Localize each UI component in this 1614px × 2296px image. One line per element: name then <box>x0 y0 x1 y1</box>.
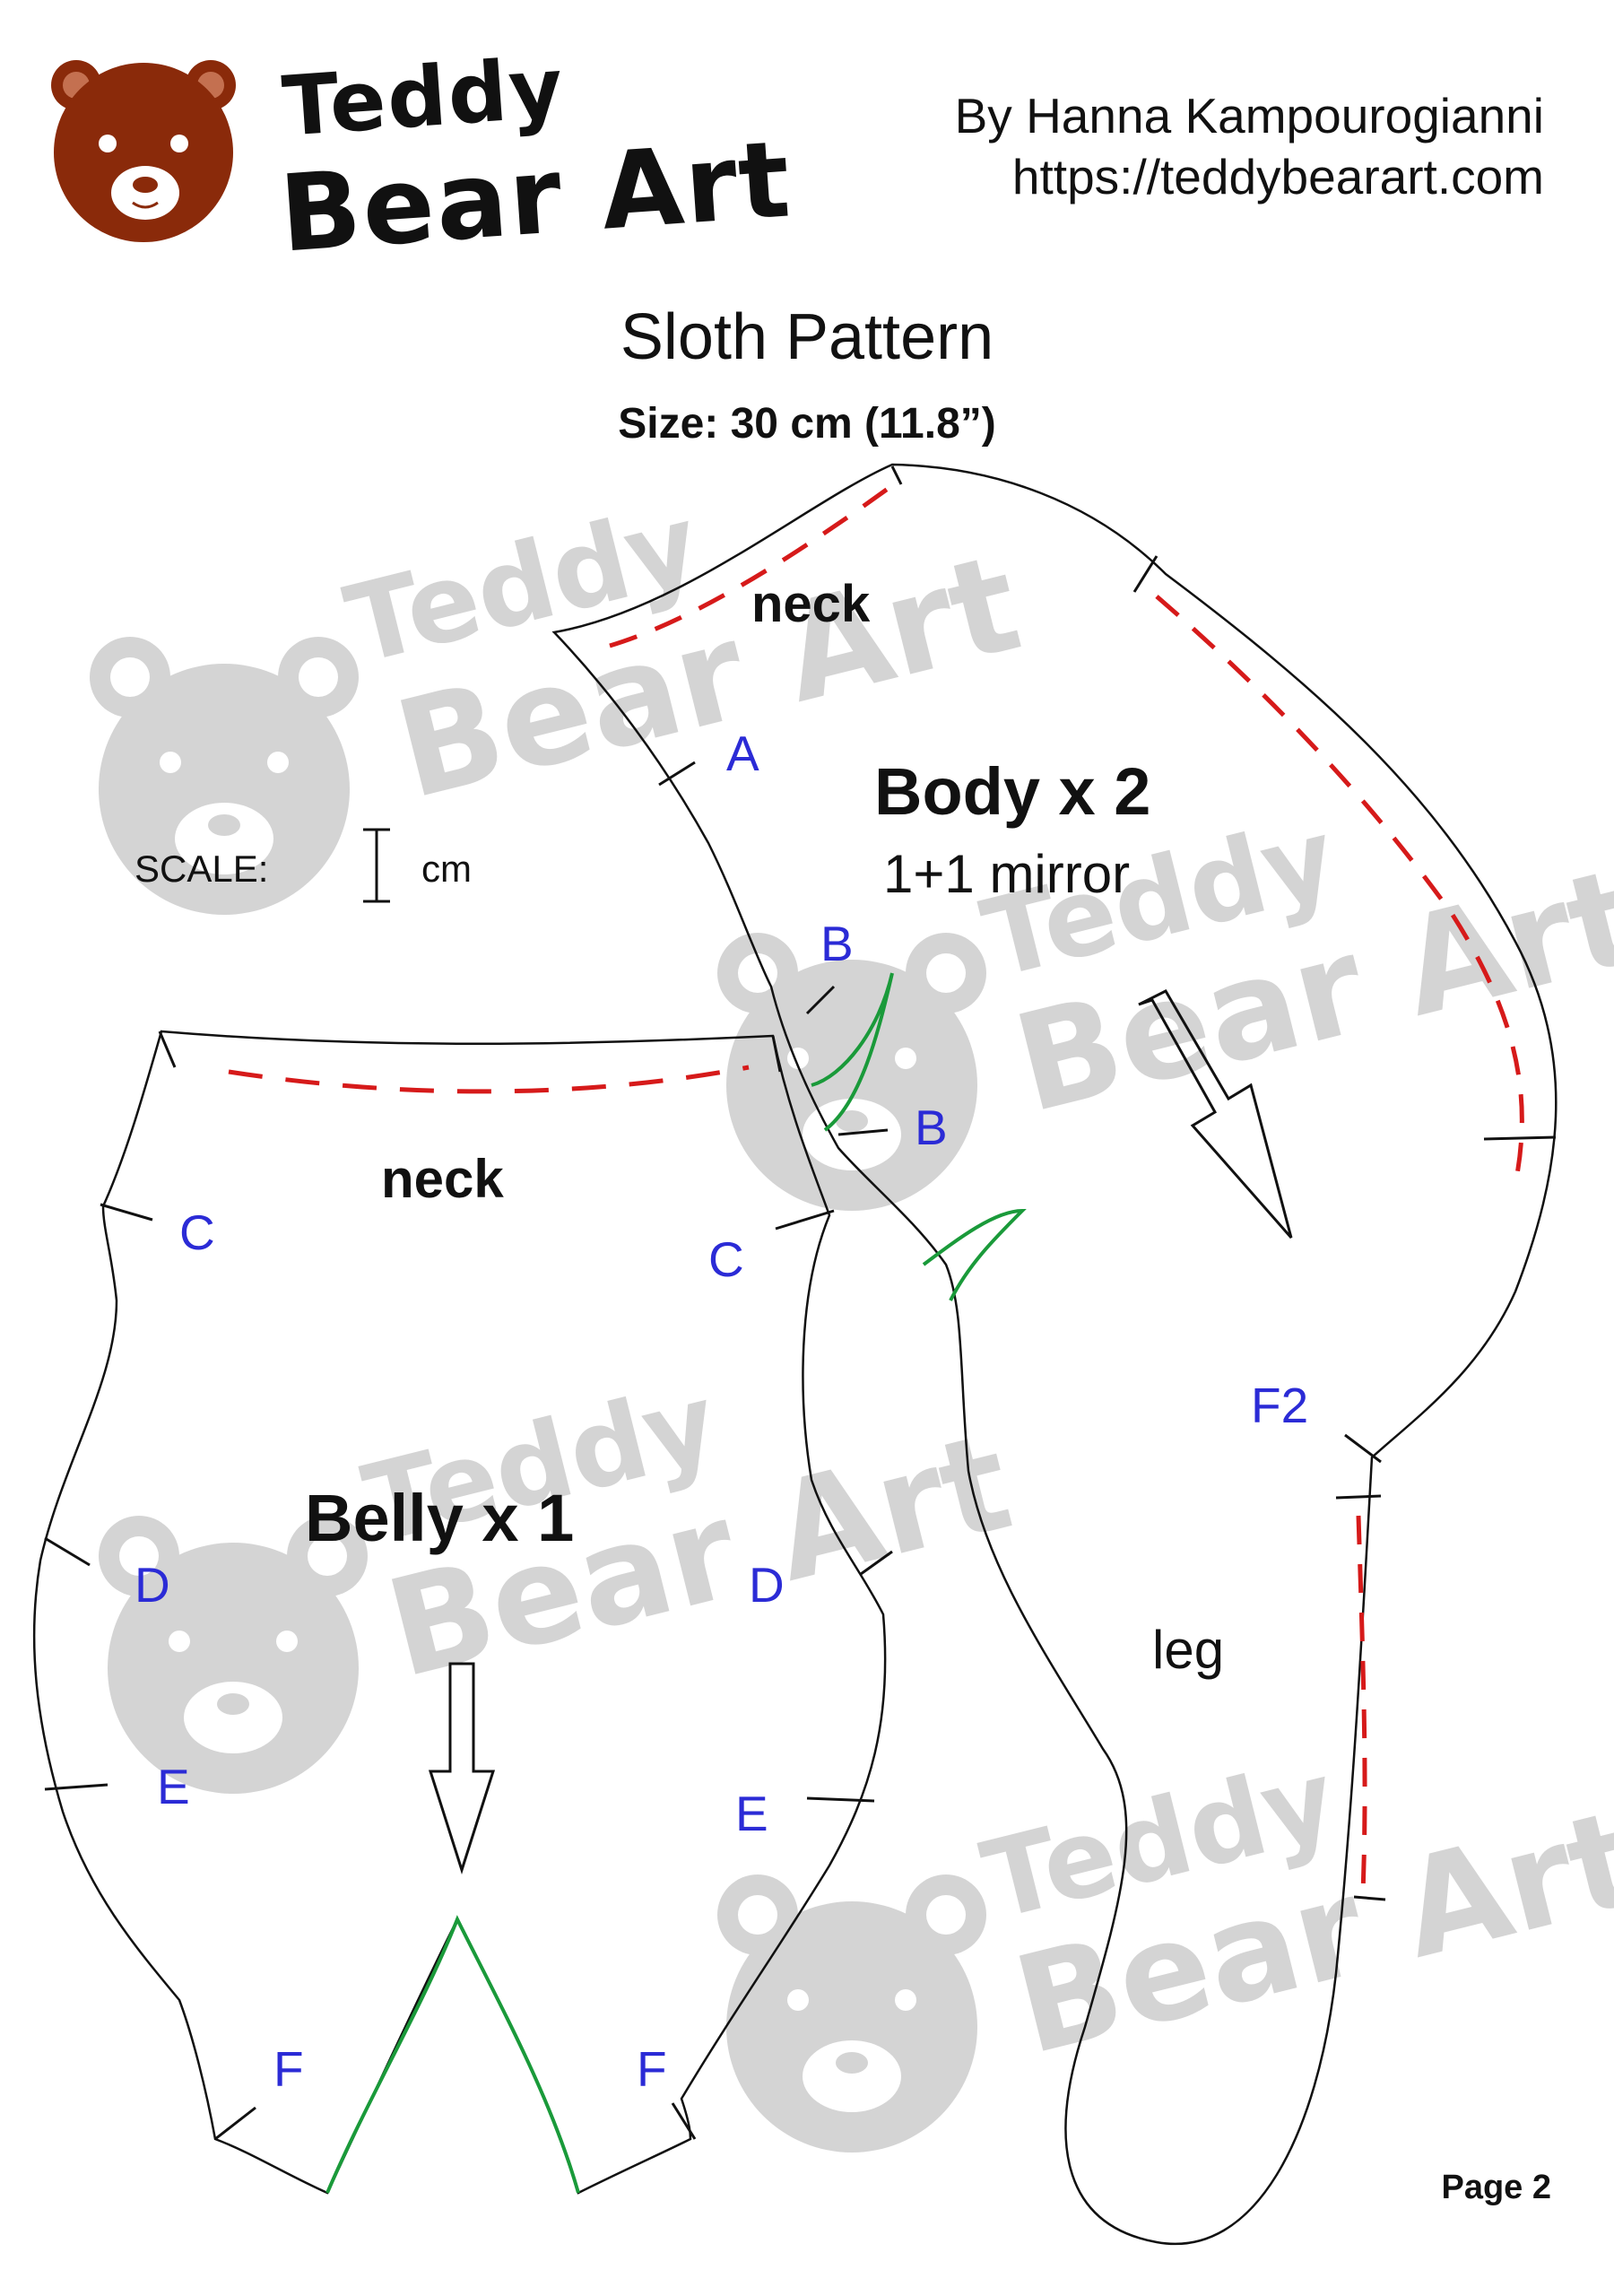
body-piece-outline <box>551 463 1558 2245</box>
mark-f2: F2 <box>1251 1378 1309 1433</box>
watermark-2 <box>717 933 986 1211</box>
scale-unit: cm <box>421 848 472 890</box>
mark-c-right: C <box>708 1231 744 1287</box>
body-neck-label: neck <box>751 575 871 633</box>
page-title: Sloth Pattern <box>620 301 994 373</box>
body-dart-lower <box>922 1208 1027 1301</box>
mark-d-left: D <box>134 1557 170 1613</box>
author-website[interactable]: https://teddybearart.com <box>1011 149 1544 204</box>
belly-neck-label: neck <box>381 1149 504 1209</box>
author-block: By Hanna Kampourogianni https://teddybea… <box>955 85 1544 207</box>
notch-marks <box>44 465 1557 2141</box>
belly-leg-dart <box>325 1915 580 2194</box>
page-number: Page 2 <box>1441 2169 1551 2206</box>
body-leg-label: leg <box>1152 1620 1225 1680</box>
scale-label: SCALE: <box>134 848 269 890</box>
mark-f-left: F <box>273 2041 304 2097</box>
watermark-3 <box>99 1516 368 1794</box>
watermark-4 <box>717 1874 986 2152</box>
body-back-opening <box>1155 595 1524 1185</box>
body-piece-note: 1+1 mirror <box>883 844 1131 904</box>
body-leg-opening <box>1356 1515 1367 1893</box>
mark-b-upper: B <box>820 916 854 971</box>
mark-c-left: C <box>179 1205 215 1260</box>
body-neck-opening <box>609 486 889 648</box>
pattern-size: Size: 30 cm (11.8”) <box>618 400 996 448</box>
mark-f-right: F <box>637 2041 667 2097</box>
scale-bar <box>363 828 390 903</box>
belly-piece-name: Belly x 1 <box>305 1481 575 1555</box>
mark-b-lower: B <box>915 1100 948 1155</box>
mark-d-right: D <box>749 1557 785 1613</box>
author-name: By Hanna Kampourogianni <box>954 88 1544 144</box>
body-dart-upper <box>811 972 894 1132</box>
body-grain-arrow <box>1138 989 1293 1239</box>
watermark-1 <box>90 637 359 915</box>
mark-a: A <box>726 726 759 781</box>
belly-neck-opening <box>228 1065 750 1094</box>
mark-e-right: E <box>735 1786 768 1841</box>
mark-e-left: E <box>157 1759 190 1814</box>
belly-grain-arrow <box>428 1662 496 1874</box>
body-piece-name: Body x 2 <box>874 754 1151 829</box>
